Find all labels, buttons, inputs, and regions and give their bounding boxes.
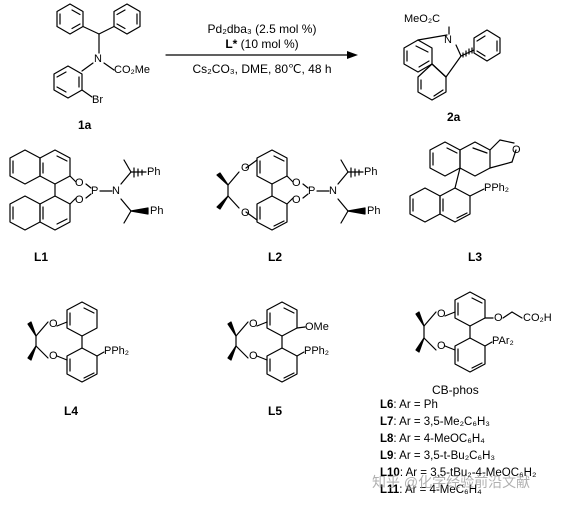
ligand-loading-amount: (10 mol %) <box>237 37 299 51</box>
ar-list-item: L8: Ar = 4-MeOC₆H₄ <box>380 432 485 446</box>
oxygen-label-l5-top: O <box>249 318 258 330</box>
ligand-star-label: L* <box>225 37 238 51</box>
bromo-label-1a: Br <box>92 94 103 106</box>
atom-n-label-1a: N <box>94 53 102 65</box>
oxygen-label-l2-left-top: O <box>241 162 250 174</box>
ar-list-item: L9: Ar = 3,5-t-Bu₂C₆H₃ <box>380 449 495 463</box>
ar-list-ar-text: : Ar = Ph <box>393 399 438 411</box>
ligand-loading-text: L* (10 mol %) <box>166 37 358 51</box>
ar-list-ar-text: : Ar = 3,5-t-Bu₂C₆H₃ <box>393 450 496 462</box>
oxygen-label-l1-bottom: O <box>75 194 84 206</box>
ar-list-item: L10: Ar = 3,5-tBu₂-4-MeOC₆H₂ <box>380 466 536 480</box>
ar-list-ar-text: : Ar = 4-MeC₆H₄ <box>399 484 482 496</box>
oxygen-label-l3: O <box>512 144 521 156</box>
methoxy-label-l5: OMe <box>305 321 329 333</box>
ar-list-ligand-id: L6 <box>380 399 394 411</box>
compound-label-1a: 1a <box>78 118 92 132</box>
ar-list-ligand-id: L8 <box>380 433 394 445</box>
nitrogen-label-l1: N <box>112 185 120 197</box>
ligand-L4-structure <box>27 301 105 383</box>
pph2-label-l4: PPh₂ <box>104 345 130 357</box>
phosphorus-label-l2: P <box>308 185 316 197</box>
phenyl-label-l2-bottom: Ph <box>367 205 381 217</box>
ar-list-ar-text: : Ar = 4-MeOC₆H₄ <box>393 433 485 445</box>
oxygen-label-l4-bottom: O <box>49 350 58 362</box>
oxygen-label-l2-top: O <box>292 177 301 189</box>
oxygen-label-cb-bottom: O <box>437 340 446 352</box>
ester-label-2a: MeO₂C <box>404 13 441 25</box>
phenyl-label-l2-top: Ph <box>364 166 378 178</box>
ligand-label-l3: L3 <box>468 250 483 264</box>
conditions-text: Cs₂CO₃, DME, 80℃, 48 h <box>192 62 332 76</box>
ar-list-ar-text: : Ar = 3,5-Me₂C₆H₃ <box>393 416 490 428</box>
compound-label-2a: 2a <box>447 110 461 124</box>
ar-list-ar-text: : Ar = 3,5-tBu₂-4-MeOC₆H₂ <box>399 467 537 479</box>
ar-list-ligand-id: L7 <box>380 416 394 428</box>
ligand-L5-structure <box>227 301 306 383</box>
source-watermark: 知乎 @化学经验前沿文献 <box>372 474 531 490</box>
carboxylic-acid-label: CO₂H <box>523 312 552 324</box>
ar-list-item: L7: Ar = 3,5-Me₂C₆H₃ <box>380 415 490 429</box>
phosphorus-label-l1: P <box>91 185 99 197</box>
ester-label-1a: CO₂Me <box>114 64 151 76</box>
ar-list-item: L6: Ar = Ph <box>380 398 438 412</box>
product-2a-structure <box>403 26 501 101</box>
oxygen-label-l2-left-bottom: O <box>241 207 250 219</box>
catalyst-text: Pd₂dba₃ (2.5 mol %) <box>207 22 317 36</box>
oxygen-label-l5-bottom: O <box>249 350 258 362</box>
nitrogen-label-l2: N <box>329 185 337 197</box>
ligand-label-l2: L2 <box>268 250 283 264</box>
ligand-label-l5: L5 <box>268 404 283 418</box>
oxygen-label-l1-top: O <box>75 177 84 189</box>
reaction-arrow <box>165 51 358 59</box>
oxygen-label-l2-bottom: O <box>292 194 301 206</box>
oxygen-label-l4-top: O <box>49 318 58 330</box>
ar-list-ligand-id: L9 <box>380 450 394 462</box>
phenyl-label-l1-bottom: Ph <box>150 205 164 217</box>
ligand-cb-phos-structure <box>415 291 523 373</box>
par2-label: PAr₂ <box>492 335 514 347</box>
ligand-L2-structure <box>216 149 366 231</box>
atom-n-label-2a: N <box>444 34 452 46</box>
cb-phos-name: CB-phos <box>432 383 479 397</box>
phenyl-label-l1-top: Ph <box>147 166 161 178</box>
substrate-1a-structure <box>53 3 141 99</box>
ar-list-item: L11: Ar = 4-MeC₆H₄ <box>380 483 482 497</box>
oxygen-label-cb-ether: O <box>494 312 503 324</box>
ligand-L1-structure <box>9 149 149 231</box>
ligand-label-l4: L4 <box>64 404 79 418</box>
ar-list-ligand-id: L10 <box>380 467 400 479</box>
pph2-label-l5: PPh₂ <box>304 345 330 357</box>
ar-list-ligand-id: L11 <box>380 484 400 496</box>
ligand-label-l1: L1 <box>34 250 49 264</box>
oxygen-label-cb-top: O <box>437 308 446 320</box>
ligand-L3-structure <box>409 139 517 223</box>
pph2-label-l3: PPh₂ <box>484 182 510 194</box>
